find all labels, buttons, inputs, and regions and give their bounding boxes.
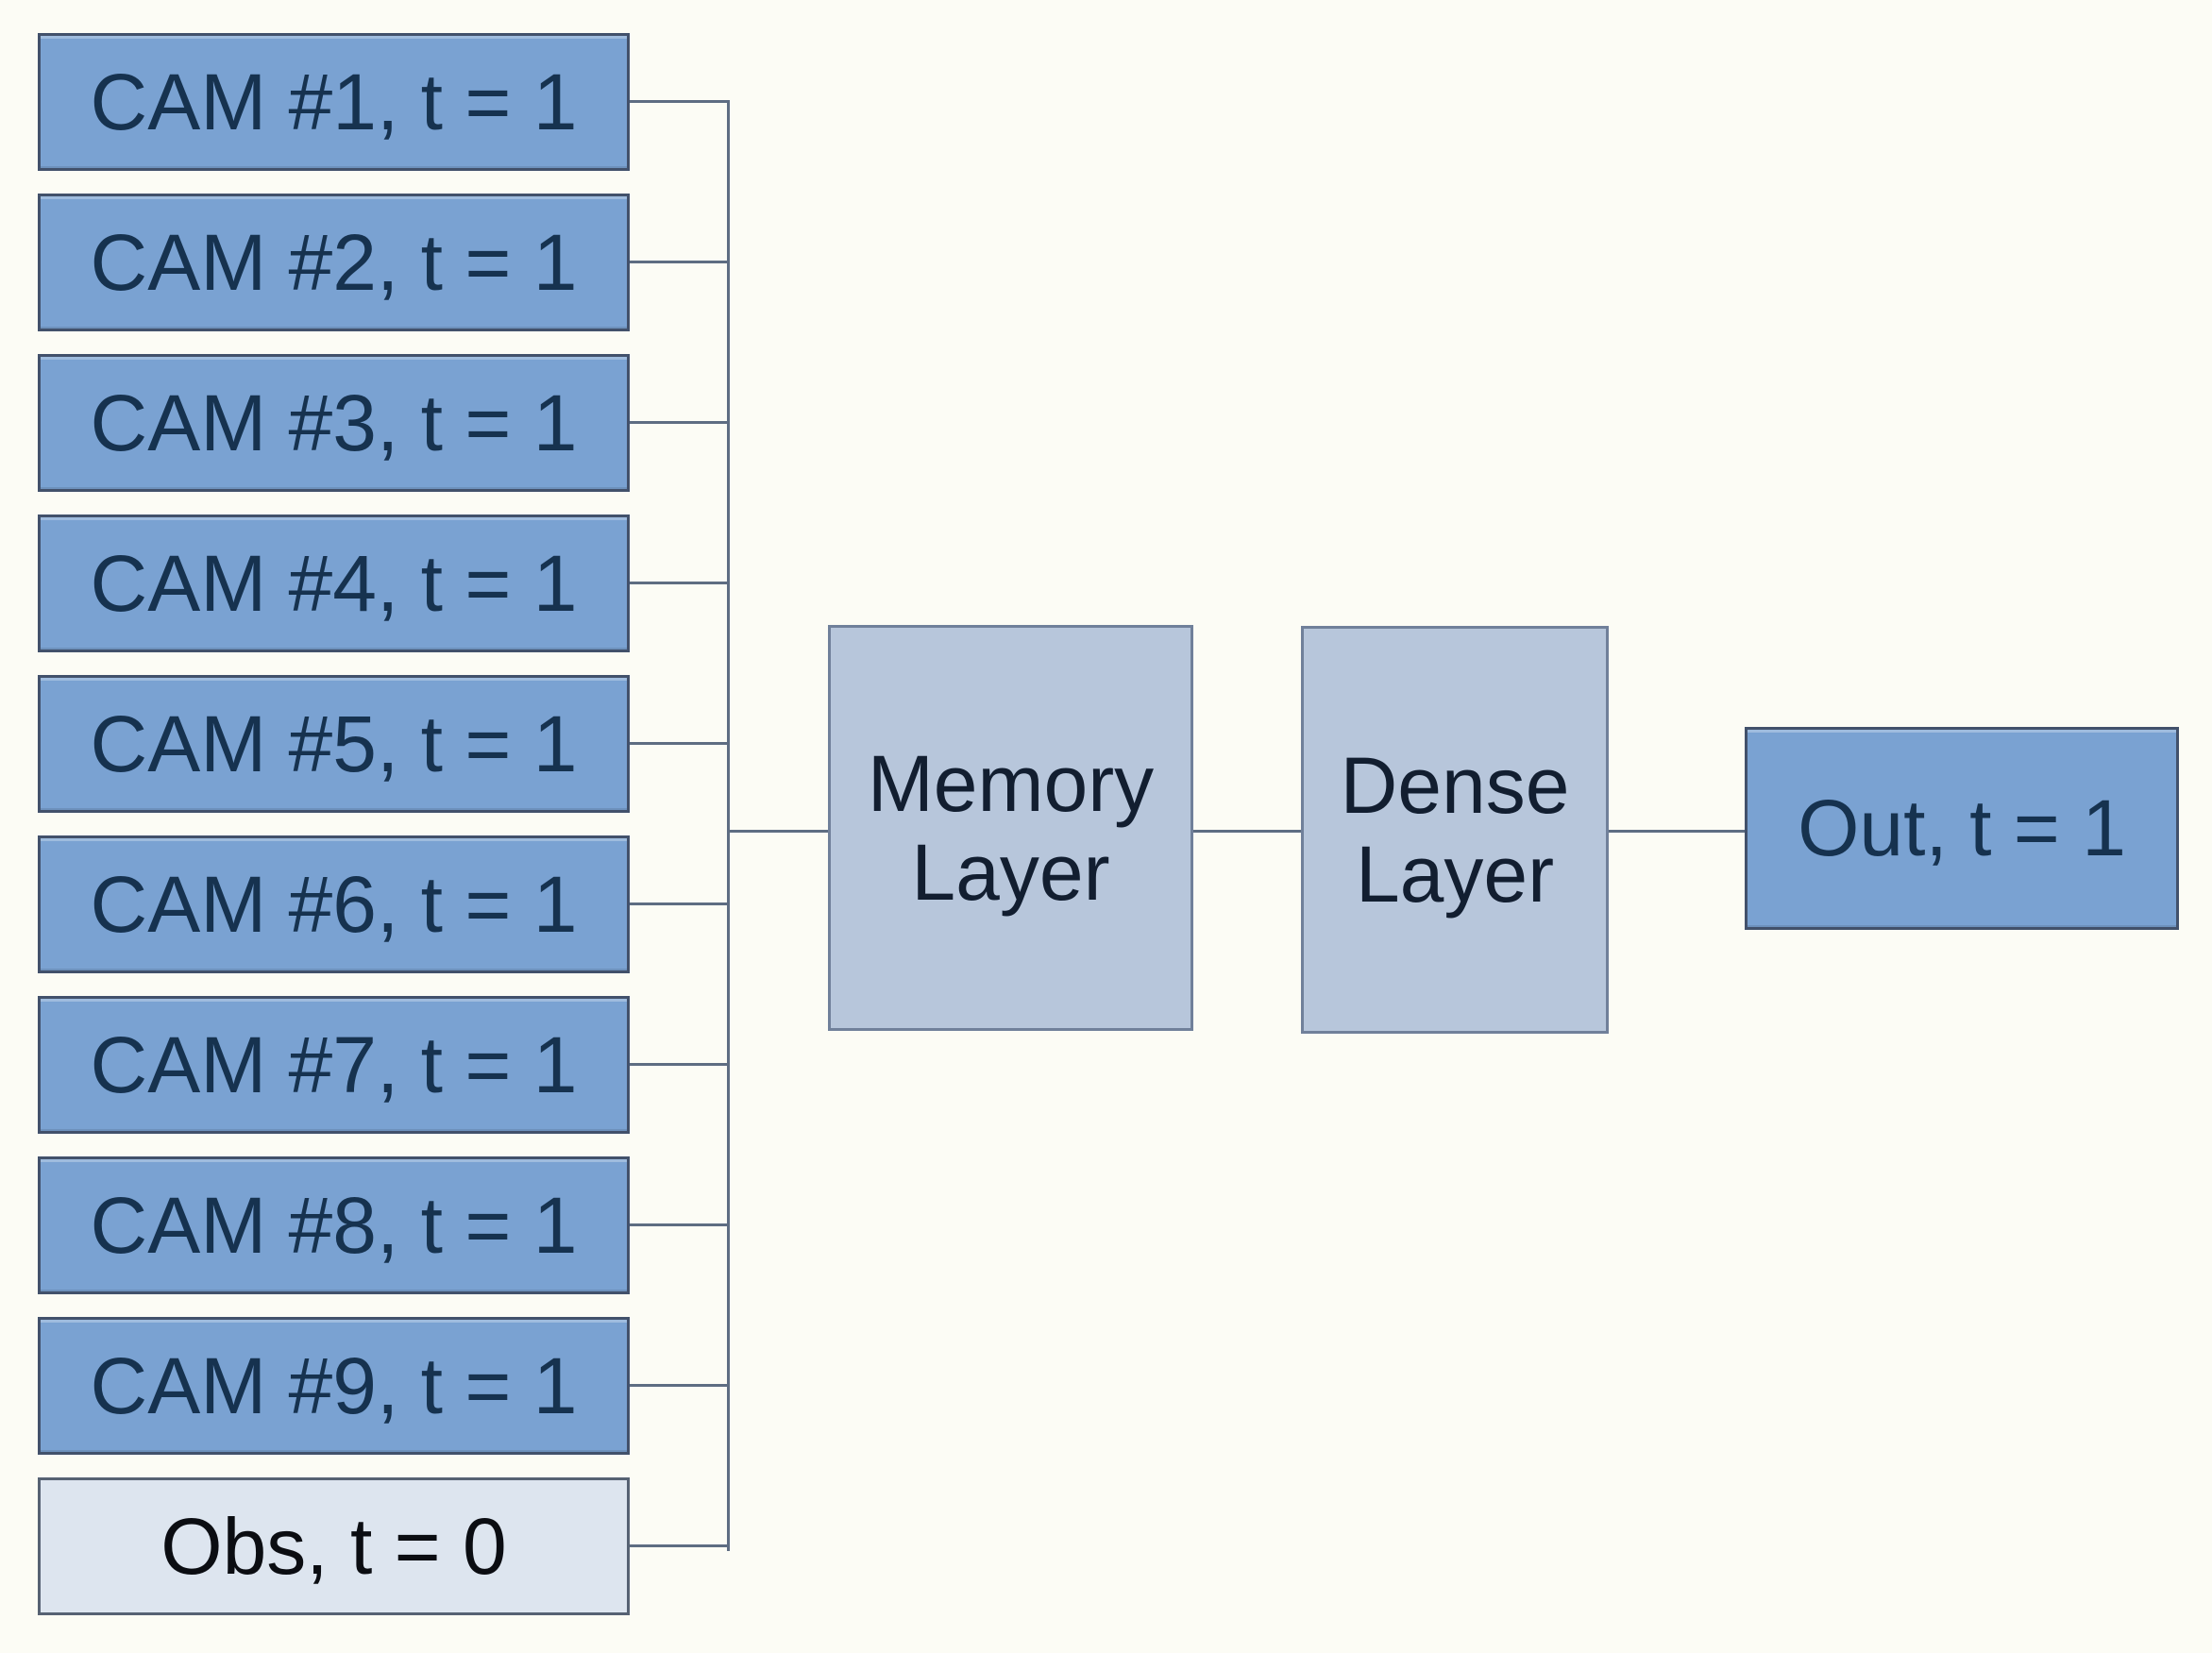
connector-cam-7	[630, 1063, 730, 1066]
connector-dense-out	[1609, 830, 1745, 833]
cam-2-box: CAM #2, t = 1	[38, 194, 630, 331]
dense-layer-box: Dense Layer	[1301, 626, 1609, 1034]
cam-6-box: CAM #6, t = 1	[38, 835, 630, 973]
obs-box: Obs, t = 0	[38, 1477, 630, 1615]
connector-cam-3	[630, 421, 730, 424]
cam-4-label: CAM #4, t = 1	[90, 538, 578, 628]
cam-6-label: CAM #6, t = 1	[90, 859, 578, 949]
connector-bus-memory	[727, 830, 828, 833]
cam-2-label: CAM #2, t = 1	[90, 217, 578, 307]
connector-cam-8	[630, 1223, 730, 1226]
cam-1-box: CAM #1, t = 1	[38, 33, 630, 171]
cam-4-box: CAM #4, t = 1	[38, 514, 630, 652]
cam-9-box: CAM #9, t = 1	[38, 1317, 630, 1455]
obs-label: Obs, t = 0	[160, 1501, 507, 1591]
cam-9-label: CAM #9, t = 1	[90, 1341, 578, 1430]
connector-cam-9	[630, 1384, 730, 1387]
cam-3-box: CAM #3, t = 1	[38, 354, 630, 492]
connector-cam-2	[630, 261, 730, 263]
out-box: Out, t = 1	[1745, 727, 2179, 930]
cam-3-label: CAM #3, t = 1	[90, 378, 578, 467]
out-label: Out, t = 1	[1798, 784, 2126, 873]
cam-7-box: CAM #7, t = 1	[38, 996, 630, 1134]
connector-cam-5	[630, 742, 730, 745]
cam-8-box: CAM #8, t = 1	[38, 1156, 630, 1294]
dense-layer-label: Dense Layer	[1340, 740, 1570, 919]
connector-memory-dense	[1193, 830, 1301, 833]
memory-layer-box: Memory Layer	[828, 625, 1193, 1031]
memory-layer-label: Memory Layer	[867, 738, 1155, 917]
bus-line	[727, 100, 730, 1551]
connector-cam-1	[630, 100, 730, 103]
connector-cam-4	[630, 582, 730, 584]
cam-5-box: CAM #5, t = 1	[38, 675, 630, 813]
connector-cam-6	[630, 902, 730, 905]
connector-obs	[630, 1544, 730, 1547]
cam-8-label: CAM #8, t = 1	[90, 1180, 578, 1270]
cam-5-label: CAM #5, t = 1	[90, 699, 578, 788]
cam-1-label: CAM #1, t = 1	[90, 57, 578, 146]
cam-7-label: CAM #7, t = 1	[90, 1020, 578, 1109]
